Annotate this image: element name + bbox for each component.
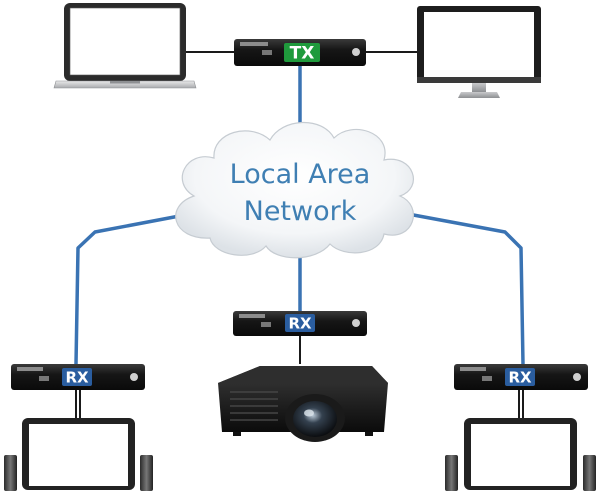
right-speaker-icon-2	[583, 455, 596, 491]
tx-badge	[284, 43, 320, 62]
left-rx-badge	[62, 368, 92, 386]
right-display-icon	[464, 418, 577, 490]
left-display-icon	[22, 418, 135, 490]
right-rx-badge	[505, 368, 535, 386]
tx-badge-label: TX	[290, 44, 315, 64]
left-rx-label: RX	[65, 369, 89, 387]
cloud-to-right-rx-link	[406, 212, 525, 366]
cloud-to-left-rx-link	[74, 212, 192, 366]
cloud-title-line1: Local Area	[230, 159, 371, 190]
right-rx-box: RX	[454, 364, 588, 390]
right-speaker-icon-1	[445, 455, 458, 491]
right-rx-label: RX	[508, 369, 532, 387]
left-speaker-icon-2	[140, 455, 153, 491]
lan-cloud: Local Area Network	[175, 121, 414, 259]
center-rx-badge	[285, 314, 315, 332]
monitor-icon	[417, 6, 541, 98]
projector-icon	[218, 366, 388, 442]
center-rx-box: RX	[233, 311, 367, 336]
laptop-icon	[53, 3, 197, 89]
projector-lens	[293, 401, 337, 437]
tx-box: TX	[234, 39, 366, 66]
center-rx-label: RX	[288, 315, 312, 333]
device-cables	[75, 51, 524, 420]
cloud-shape	[175, 121, 414, 259]
cloud-title-line2: Network	[244, 196, 357, 227]
left-rx-box: RX	[11, 364, 145, 390]
left-speaker-icon-1	[4, 455, 17, 491]
